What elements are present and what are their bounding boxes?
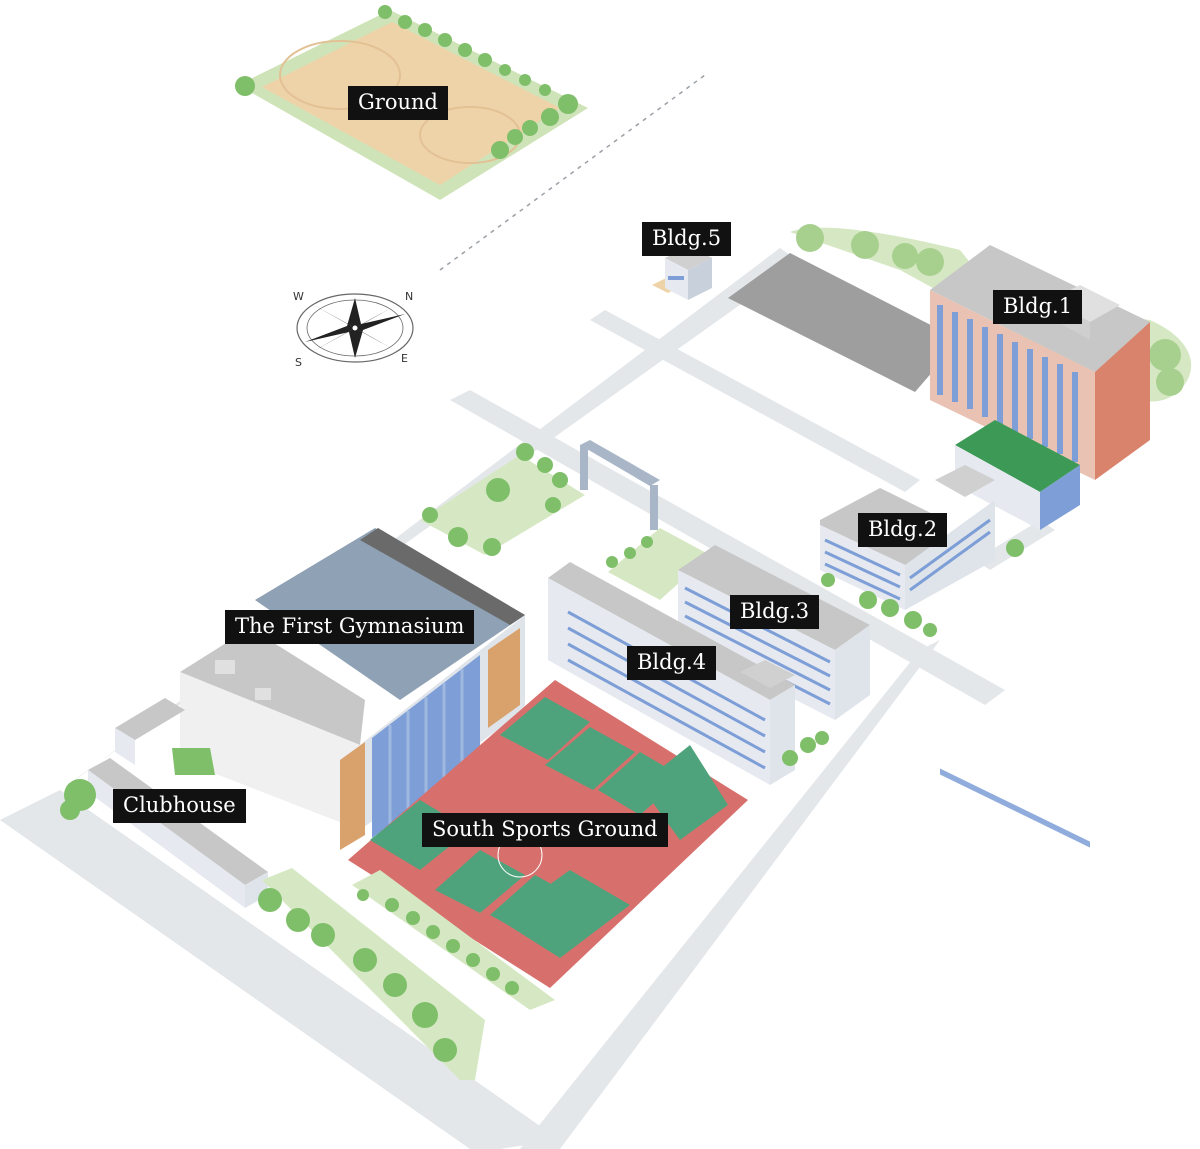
road-main-south (0, 790, 560, 1149)
campus-grove (420, 443, 585, 556)
label-bldg3[interactable]: Bldg.3 (730, 595, 820, 629)
compass-s: S (295, 356, 302, 369)
compass-rose-icon: N E S W (293, 290, 414, 369)
parking-lot (728, 253, 960, 392)
label-bldg5[interactable]: Bldg.5 (642, 222, 732, 256)
label-bldg2[interactable]: Bldg.2 (858, 513, 948, 547)
label-ground[interactable]: Ground (348, 86, 448, 120)
ground-trees (235, 5, 578, 159)
road-lower-cross (590, 310, 920, 492)
road-east-vertical (520, 640, 940, 1149)
south-greenery (258, 868, 555, 1080)
roads (0, 248, 1055, 1149)
label-bldg4[interactable]: Bldg.4 (627, 646, 717, 680)
label-south-sports-ground[interactable]: South Sports Ground (422, 813, 668, 847)
label-gymnasium[interactable]: The First Gymnasium (225, 610, 475, 644)
label-bldg1[interactable]: Bldg.1 (993, 290, 1083, 324)
bldg4-building[interactable] (548, 562, 829, 785)
bldg2-windows (824, 518, 991, 601)
bldg2-trees (821, 539, 1024, 637)
campus-gate (580, 440, 660, 530)
compass-e: E (401, 352, 408, 365)
bldg1-annex[interactable] (955, 420, 1080, 530)
footpath-dashed (439, 74, 706, 271)
compass-w: W (293, 290, 304, 303)
bldg3-grass (606, 528, 710, 600)
label-clubhouse[interactable]: Clubhouse (113, 789, 246, 823)
compass-n: N (405, 290, 413, 303)
gym-annex (115, 698, 215, 775)
bldg1-windows (937, 305, 1078, 462)
